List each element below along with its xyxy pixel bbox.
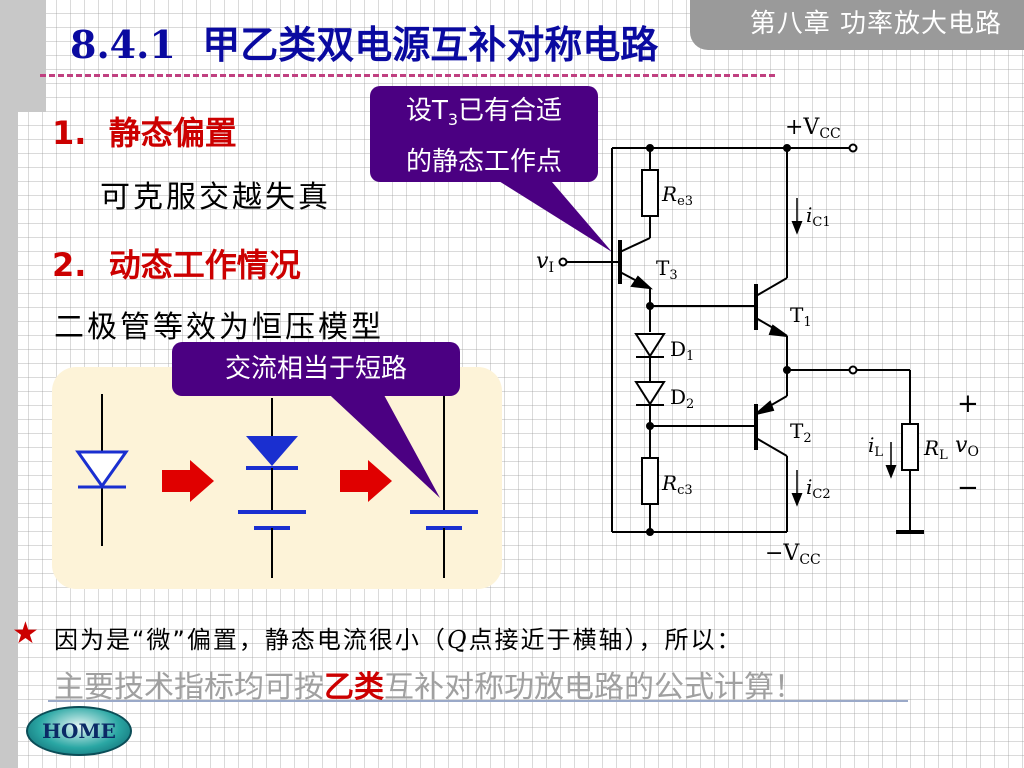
d1-label: D1: [670, 337, 694, 364]
footer-underline: [48, 700, 908, 702]
battery-right: [410, 394, 478, 578]
section-2-label: 动态工作情况: [108, 246, 301, 284]
bias-callout-line-1: 设T3已有合适: [405, 96, 563, 130]
left-border-bar: [0, 0, 18, 768]
diode-battery-middle: [238, 398, 306, 578]
title-text: 甲乙类双电源互补对称电路: [202, 23, 659, 67]
t1-label: T1: [790, 303, 812, 330]
ic1-label: iC1: [806, 203, 831, 230]
ac-callout-tail: [318, 384, 440, 498]
page-title: 8.4.1 甲乙类双电源互补对称电路: [70, 14, 658, 69]
bias-callout-tail: [478, 168, 612, 252]
output-voltage-label: vO: [955, 433, 979, 460]
circuit-schematic: [558, 143, 924, 536]
footer-note: 因为是“微”偏置，静态电流很小（Q点接近于横轴），所以：: [54, 626, 743, 654]
rc3-label: Rc3: [661, 471, 693, 498]
section-1-number: 1.: [52, 114, 87, 152]
arrow-right-icon: [340, 460, 392, 502]
title-divider: [40, 74, 775, 77]
diode-symbol-left: [75, 394, 129, 546]
section-2-number: 2.: [52, 246, 87, 284]
bias-callout-line-2: 的静态工作点: [405, 147, 562, 178]
vcc-negative-label: −VCC: [765, 541, 821, 568]
re3-label: Re3: [661, 182, 693, 209]
il-label: iL: [868, 433, 883, 460]
ac-short-callout: 交流相当于短路: [172, 342, 460, 396]
t3-label: T3: [656, 256, 678, 283]
section-1-label: 静态偏置: [108, 114, 237, 152]
section-1-detail: 可克服交越失真: [100, 180, 331, 215]
input-voltage-label: vI: [536, 249, 554, 276]
bias-callout: 设T3已有合适 的静态工作点: [370, 86, 598, 182]
home-button[interactable]: HOME: [26, 706, 132, 756]
star-icon: ★: [12, 616, 39, 651]
d2-label: D2: [670, 385, 694, 412]
section-2-detail: 二极管等效为恒压模型: [54, 310, 384, 345]
t2-label: T2: [790, 419, 812, 446]
footer-conclusion: 主要技术指标均可按乙类互补对称功放电路的公式计算！: [54, 670, 804, 705]
rl-label: RL: [923, 436, 948, 463]
ic2-label: iC2: [806, 475, 831, 502]
title-number: 8.4.1: [70, 22, 176, 67]
section-1-heading: 1. 静态偏置: [52, 108, 237, 154]
output-plus-sign: +: [957, 389, 979, 419]
vcc-positive-label: +VCC: [785, 115, 841, 142]
chapter-banner: 第八章 功率放大电路: [690, 0, 1024, 50]
arrow-right-icon: [162, 460, 214, 502]
section-2-heading: 2. 动态工作情况: [52, 240, 301, 286]
output-minus-sign: −: [957, 473, 979, 503]
